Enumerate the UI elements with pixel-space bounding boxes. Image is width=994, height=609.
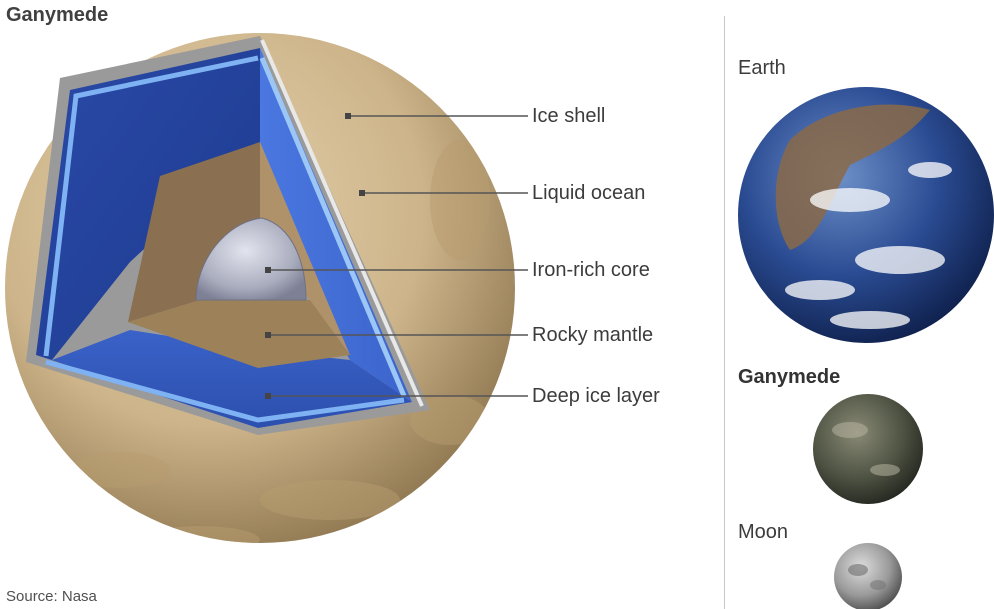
moon-label: Moon	[738, 521, 788, 544]
label-ice-shell: Ice shell	[532, 105, 605, 127]
label-deep-ice: Deep ice layer	[532, 385, 660, 407]
label-rocky-mantle: Rocky mantle	[532, 324, 653, 346]
section-divider	[724, 16, 725, 609]
earth-label: Earth	[738, 57, 786, 80]
moon-globe	[834, 543, 902, 609]
ganymede-small-globe	[813, 394, 923, 504]
earth-globe	[738, 87, 994, 343]
label-liquid-ocean: Liquid ocean	[532, 182, 645, 204]
source-credit: Source: Nasa	[6, 588, 97, 605]
label-iron-core: Iron-rich core	[532, 259, 650, 281]
ganymede-compare-label: Ganymede	[738, 366, 840, 389]
diagram-title: Ganymede	[6, 4, 108, 27]
